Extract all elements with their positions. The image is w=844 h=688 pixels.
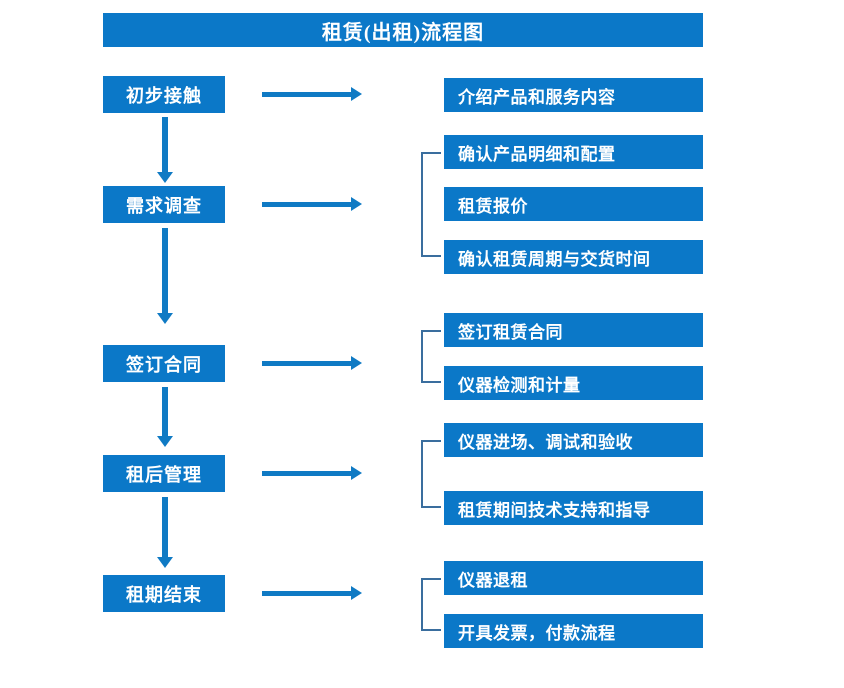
arrow-shaft — [262, 92, 352, 97]
detail-box-3-1[interactable]: 签订租赁合同 — [444, 313, 703, 347]
stage-box-5[interactable]: 租期结束 — [103, 575, 225, 612]
group-bracket-3 — [421, 330, 441, 383]
detail-box-3-2[interactable]: 仪器检测和计量 — [444, 366, 703, 400]
arrow-stage-3-to-details — [262, 356, 362, 370]
arrow-shaft — [162, 497, 168, 557]
arrow-stage-4-to-details — [262, 466, 362, 480]
group-bracket-4 — [421, 440, 441, 508]
arrow-stage-1-to-details — [262, 87, 362, 101]
arrow-head-down-icon — [157, 172, 173, 183]
arrow-shaft — [262, 202, 352, 207]
detail-box-4-2[interactable]: 租赁期间技术支持和指导 — [444, 491, 703, 525]
detail-box-5-1[interactable]: 仪器退租 — [444, 561, 703, 595]
stage-box-2[interactable]: 需求调查 — [103, 186, 225, 223]
group-bracket-2 — [421, 152, 441, 257]
diagram-title: 租赁(出租)流程图 — [103, 13, 703, 47]
arrow-shaft — [262, 591, 352, 596]
detail-box-2-2[interactable]: 租赁报价 — [444, 187, 703, 221]
arrow-head-right-icon — [351, 87, 362, 101]
arrow-head-right-icon — [351, 466, 362, 480]
arrow-head-down-icon — [157, 436, 173, 447]
stage-box-3[interactable]: 签订合同 — [103, 345, 225, 382]
detail-box-2-3[interactable]: 确认租赁周期与交货时间 — [444, 240, 703, 274]
arrow-shaft — [262, 361, 352, 366]
stage-box-4[interactable]: 租后管理 — [103, 455, 225, 492]
arrow-head-right-icon — [351, 197, 362, 211]
arrow-stage-5-to-details — [262, 586, 362, 600]
stage-box-1[interactable]: 初步接触 — [103, 76, 225, 113]
arrow-shaft — [262, 471, 352, 476]
detail-box-5-2[interactable]: 开具发票，付款流程 — [444, 614, 703, 648]
arrow-shaft — [162, 387, 168, 436]
detail-box-1-1[interactable]: 介绍产品和服务内容 — [444, 78, 703, 112]
arrow-head-down-icon — [157, 557, 173, 568]
group-bracket-5 — [421, 578, 441, 631]
arrow-head-down-icon — [157, 313, 173, 324]
arrow-shaft — [162, 117, 168, 172]
arrow-head-right-icon — [351, 356, 362, 370]
arrow-head-right-icon — [351, 586, 362, 600]
arrow-stage-2-to-details — [262, 197, 362, 211]
detail-box-4-1[interactable]: 仪器进场、调试和验收 — [444, 423, 703, 457]
detail-box-2-1[interactable]: 确认产品明细和配置 — [444, 135, 703, 169]
arrow-shaft — [162, 228, 168, 313]
